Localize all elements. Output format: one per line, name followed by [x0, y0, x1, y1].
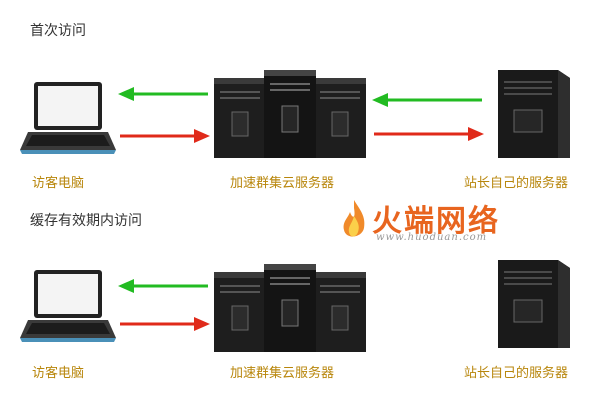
- request-arrow-to-cluster: [120, 129, 210, 143]
- visitor-caption-1: 访客电脑: [32, 176, 85, 191]
- scenario-2-title: 缓存有效期内访问: [30, 213, 142, 229]
- origin-caption-2: 站长自己的服务器: [464, 366, 569, 381]
- visitor-caption-2: 访客电脑: [32, 366, 85, 381]
- laptop-icon: [20, 270, 116, 342]
- brand-logo: 火端网络 www.huoduan.com: [340, 196, 500, 248]
- server-cluster-icon: [214, 264, 366, 352]
- response-arrow-to-visitor: [118, 279, 208, 293]
- request-arrow-to-cluster: [120, 317, 210, 331]
- scenario-1-title: 首次访问: [30, 23, 86, 39]
- flame-icon: [343, 200, 365, 237]
- tower-server-icon: [498, 260, 570, 348]
- response-arrow-to-visitor: [118, 87, 208, 101]
- origin-caption-1: 站长自己的服务器: [464, 176, 569, 191]
- request-arrow-to-origin: [374, 127, 484, 141]
- response-arrow-to-cluster: [372, 93, 482, 107]
- logo-name: 火端网络: [372, 204, 500, 239]
- laptop-icon: [20, 82, 116, 154]
- logo-url: www.huoduan.com: [376, 232, 488, 243]
- tower-server-icon: [498, 70, 570, 158]
- server-cluster-icon: [214, 70, 366, 158]
- cluster-caption-2: 加速群集云服务器: [230, 366, 335, 381]
- cluster-caption-1: 加速群集云服务器: [230, 176, 335, 191]
